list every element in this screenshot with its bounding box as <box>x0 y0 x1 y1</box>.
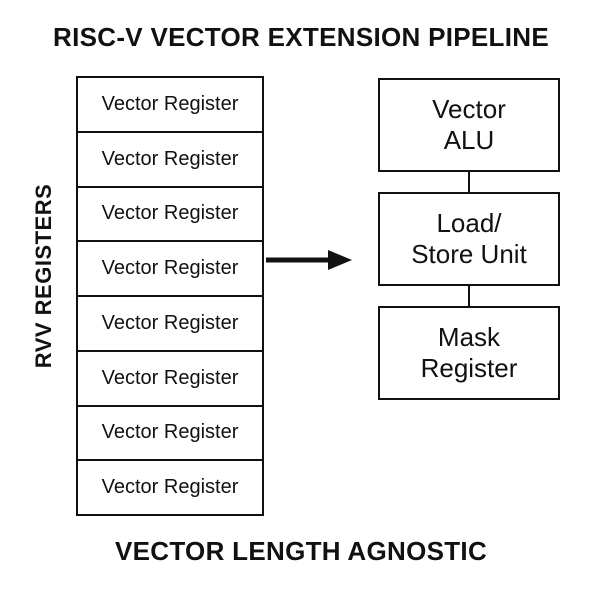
mask-register-box: Mask Register <box>378 306 560 400</box>
footer-caption: VECTOR LENGTH AGNOSTIC <box>114 536 488 566</box>
vector-register-2: Vector Register <box>78 133 262 188</box>
rvv-registers-label: RVV REGISTERS <box>31 183 56 369</box>
arrow-right-icon <box>266 250 352 270</box>
vector-register-8: Vector Register <box>101 476 239 499</box>
vector-register-7: Vector Register <box>78 407 262 462</box>
vector-register-1: Vector Register <box>78 78 262 133</box>
connector-line <box>468 172 470 192</box>
connector-line <box>468 286 470 306</box>
register-stack: Vector Register Vector Register Vector R… <box>76 76 264 516</box>
load-store-unit-box: Load/ Store Unit <box>378 192 560 286</box>
diagram-title: RISC-V VECTOR EXTENSION PIPELINE <box>53 22 549 52</box>
vector-register-3: Vector Register <box>78 188 262 243</box>
vector-register-6: Vector Register <box>78 352 262 407</box>
vector-register-5: Vector Register <box>78 297 262 352</box>
vector-register-4: Vector Register <box>78 242 262 297</box>
vector-alu-box: Vector ALU <box>378 78 560 172</box>
